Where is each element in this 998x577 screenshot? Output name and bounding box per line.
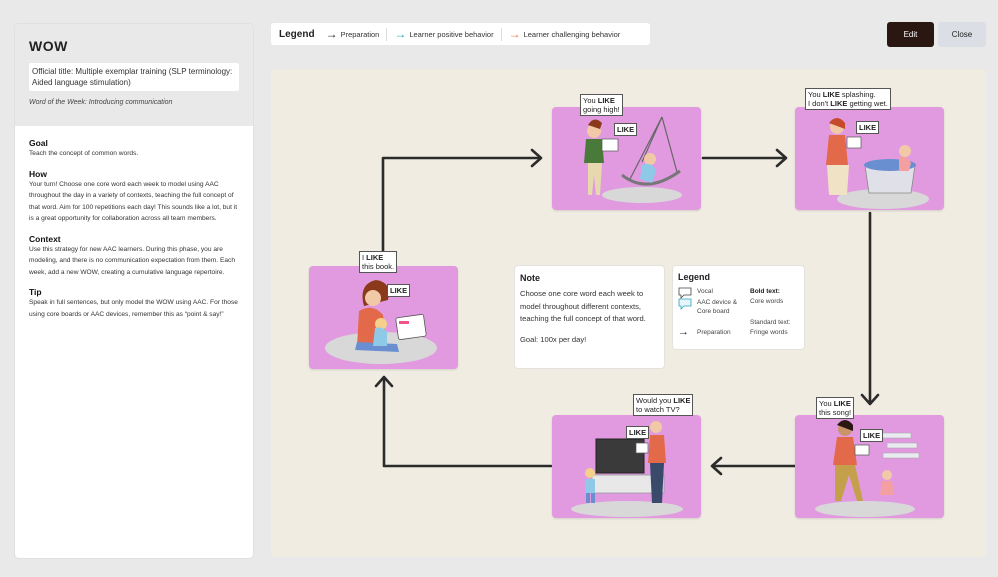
how-heading: How xyxy=(29,168,47,179)
legend-box: Legend Vocal AAC device & Core board → P… xyxy=(673,266,804,349)
speech-bubble-splash: You LIKE splashing. I don't LIKE getting… xyxy=(805,88,891,110)
legend-aac: AAC device & Core board xyxy=(697,299,738,315)
legend-bar-title: Legend xyxy=(279,28,315,40)
tip-text: Speak in full sentences, but only model … xyxy=(29,299,238,318)
tv-scene-illustration xyxy=(571,421,683,517)
flow-arrow-book-to-swing xyxy=(381,156,542,268)
scene-card-song[interactable] xyxy=(795,415,944,518)
aac-label-splash: LIKE xyxy=(856,121,880,134)
tip-heading: Tip xyxy=(29,287,42,297)
legend-challenging: → Learner challenging behavior xyxy=(509,28,621,40)
legend-positive: → Learner positive behavior xyxy=(394,28,493,40)
legend-bold-title: Bold text: xyxy=(750,288,780,295)
how-text: Your turn! Choose one core word each wee… xyxy=(29,180,238,223)
legend-preparation-label: Preparation xyxy=(340,29,380,39)
arrow-right-icon: → xyxy=(508,27,521,41)
close-button[interactable]: Close xyxy=(938,22,986,47)
arrow-head xyxy=(374,375,394,388)
song-scene-illustration xyxy=(815,420,920,517)
legend-standard-title: Standard text: xyxy=(750,319,791,326)
aac-label-tv: LIKE xyxy=(626,426,650,439)
flow-arrow-tv-to-book xyxy=(382,376,553,468)
legend-divider xyxy=(500,27,502,41)
legend-box-title: Legend xyxy=(678,272,711,282)
arrow-head xyxy=(710,456,723,476)
scene-card-book[interactable] xyxy=(309,266,458,369)
context-text: Use this strategy for new AAC learners. … xyxy=(29,245,235,276)
speech-bubble-book: I LIKE this book. xyxy=(359,251,398,273)
aac-label-song: LIKE xyxy=(860,429,884,442)
speech-bubble-song: You LIKE this song! xyxy=(816,397,855,419)
note-box: Note Choose one core word each week to m… xyxy=(515,266,664,368)
edit-button[interactable]: Edit xyxy=(887,22,934,47)
arrow-head xyxy=(860,393,880,406)
legend-positive-label: Learner positive behavior xyxy=(409,29,494,39)
arrow-right-icon: → xyxy=(678,326,689,338)
speech-bubble-swing: You LIKE going high! xyxy=(580,94,623,116)
legend-vocal: Vocal xyxy=(697,288,713,295)
official-title: Official title: Multiple exemplar traini… xyxy=(29,63,239,91)
context-heading: Context xyxy=(29,233,61,244)
vocal-bubble-icon xyxy=(678,287,692,299)
strategy-header: WOW Official title: Multiple exemplar tr… xyxy=(15,24,253,126)
note-goal: Goal: 100x per day! xyxy=(520,334,587,344)
reading-scene-illustration xyxy=(325,280,437,364)
swing-scene-illustration xyxy=(584,116,682,203)
legend-bar: Legend → Preparation → Learner positive … xyxy=(271,23,650,45)
arrow-head xyxy=(530,148,543,168)
note-title: Note xyxy=(520,273,540,283)
arrow-head xyxy=(775,148,788,168)
strategy-subtitle: Word of the Week: Introducing communicat… xyxy=(29,99,173,106)
legend-preparation: → Preparation xyxy=(326,28,380,40)
goal-text: Teach the concept of common words. xyxy=(29,150,139,157)
legend-challenging-label: Learner challenging behavior xyxy=(523,29,621,39)
arrow-right-icon: → xyxy=(325,27,338,41)
strategy-body: Goal Teach the concept of common words. … xyxy=(15,126,253,332)
strategy-title: WOW xyxy=(29,38,68,54)
splash-scene-illustration xyxy=(826,118,929,209)
legend-bold-desc: Core words xyxy=(750,298,784,305)
scene-card-splash[interactable] xyxy=(795,107,944,210)
arrow-right-icon: → xyxy=(394,27,407,41)
goal-heading: Goal xyxy=(29,138,48,148)
aac-label-book: LIKE xyxy=(387,284,411,297)
aac-label-swing: LIKE xyxy=(614,123,638,136)
legend-standard-desc: Fringe words xyxy=(750,329,788,336)
note-text: Choose one core word each week to model … xyxy=(520,289,646,323)
speech-bubble-tv: Would you LIKE to watch TV? xyxy=(633,394,694,416)
strategy-panel: WOW Official title: Multiple exemplar tr… xyxy=(15,24,253,558)
legend-preparation-box: Preparation xyxy=(697,329,731,336)
aac-bubble-icon xyxy=(678,298,692,310)
legend-divider xyxy=(386,27,388,41)
